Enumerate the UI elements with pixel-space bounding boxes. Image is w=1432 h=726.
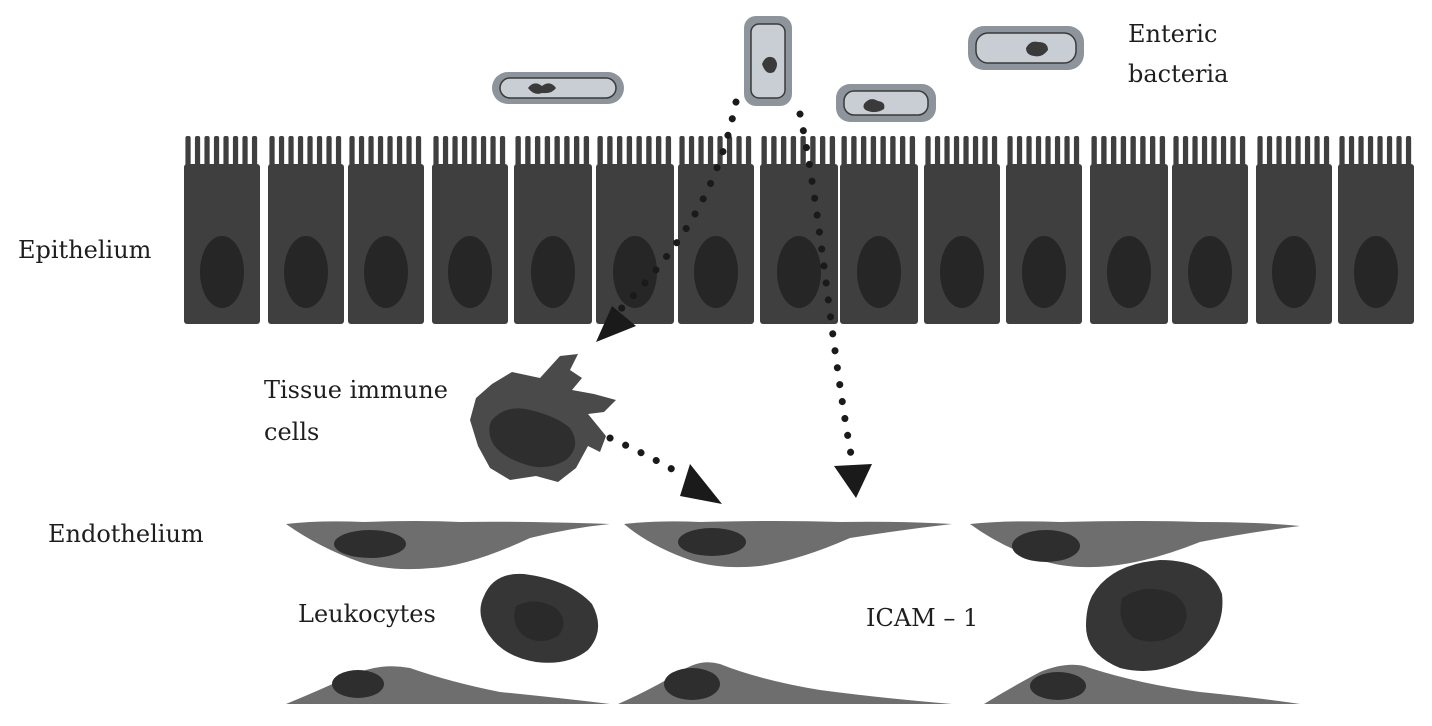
epithelial-cell [184,136,260,324]
bacterium [492,72,624,104]
label-tissue-line1: Tissue immune [264,376,448,404]
arrowhead [680,464,722,504]
label-icam: ICAM – 1 [866,604,978,632]
label-epithelium: Epithelium [18,236,152,264]
epithelial-cell [924,136,1000,324]
epithelial-cell [840,136,918,324]
epithelial-cell [1338,136,1414,324]
endothelial-cell [618,662,952,704]
epithelial-cell [596,136,674,324]
dotted-arrow [796,110,856,464]
leukocyte [480,573,599,663]
bacterium [744,16,792,106]
epithelial-cell [1006,136,1082,324]
label-leukocytes: Leukocytes [298,600,436,628]
label-enteric-line1: Enteric [1128,20,1217,48]
epithelial-cell [268,136,344,324]
signal-arrows [596,98,872,504]
endothelial-cell [286,521,610,570]
epithelial-cell [348,136,424,324]
endothelial-cell [624,521,952,568]
dotted-arrow [606,434,688,480]
tissue-immune-cell [470,354,616,482]
epithelial-cell [678,136,754,324]
epithelial-cell [514,136,592,324]
bacterium [968,26,1084,70]
epithelial-cell [1090,136,1168,324]
leukocyte [1086,560,1223,671]
arrowhead [834,464,872,498]
epithelial-cell [1256,136,1332,324]
label-tissue-line2: cells [264,418,319,446]
epithelium-layer [184,136,1414,324]
arrowhead [596,306,636,342]
epithelial-cell [1172,136,1248,324]
label-endothelium: Endothelium [48,520,204,548]
label-enteric-line2: bacteria [1128,60,1228,88]
bacterium [836,84,936,122]
endothelial-cell [970,521,1300,568]
endothelial-cell [984,664,1300,704]
epithelial-cell [760,136,838,324]
endothelial-cell [286,666,610,704]
epithelial-cell [432,136,508,324]
